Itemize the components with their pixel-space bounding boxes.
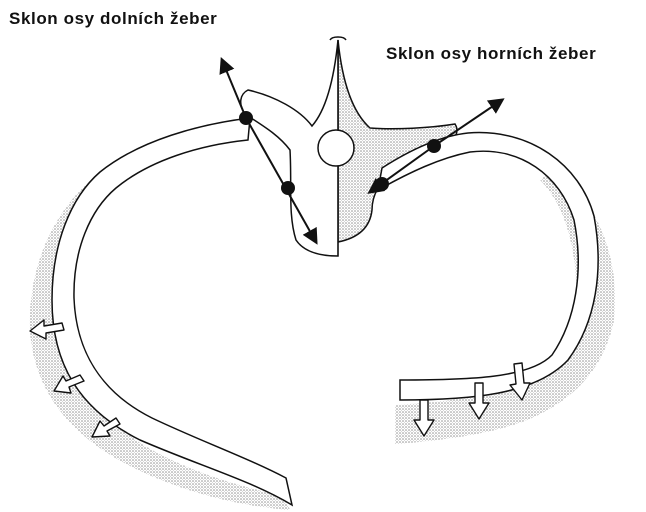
lower-ribs-axis-point-top	[239, 111, 253, 125]
lower-ribs-axis-arrow	[222, 60, 246, 118]
lower-ribs-axis-point-bottom	[281, 181, 295, 195]
left-rib	[52, 118, 292, 505]
vertebral-canal	[318, 130, 354, 166]
upper-ribs-axis-point-outer	[427, 139, 441, 153]
spinous-process	[330, 37, 346, 40]
right-rib	[378, 133, 598, 400]
upper-ribs-axis-point-inner	[375, 177, 389, 191]
